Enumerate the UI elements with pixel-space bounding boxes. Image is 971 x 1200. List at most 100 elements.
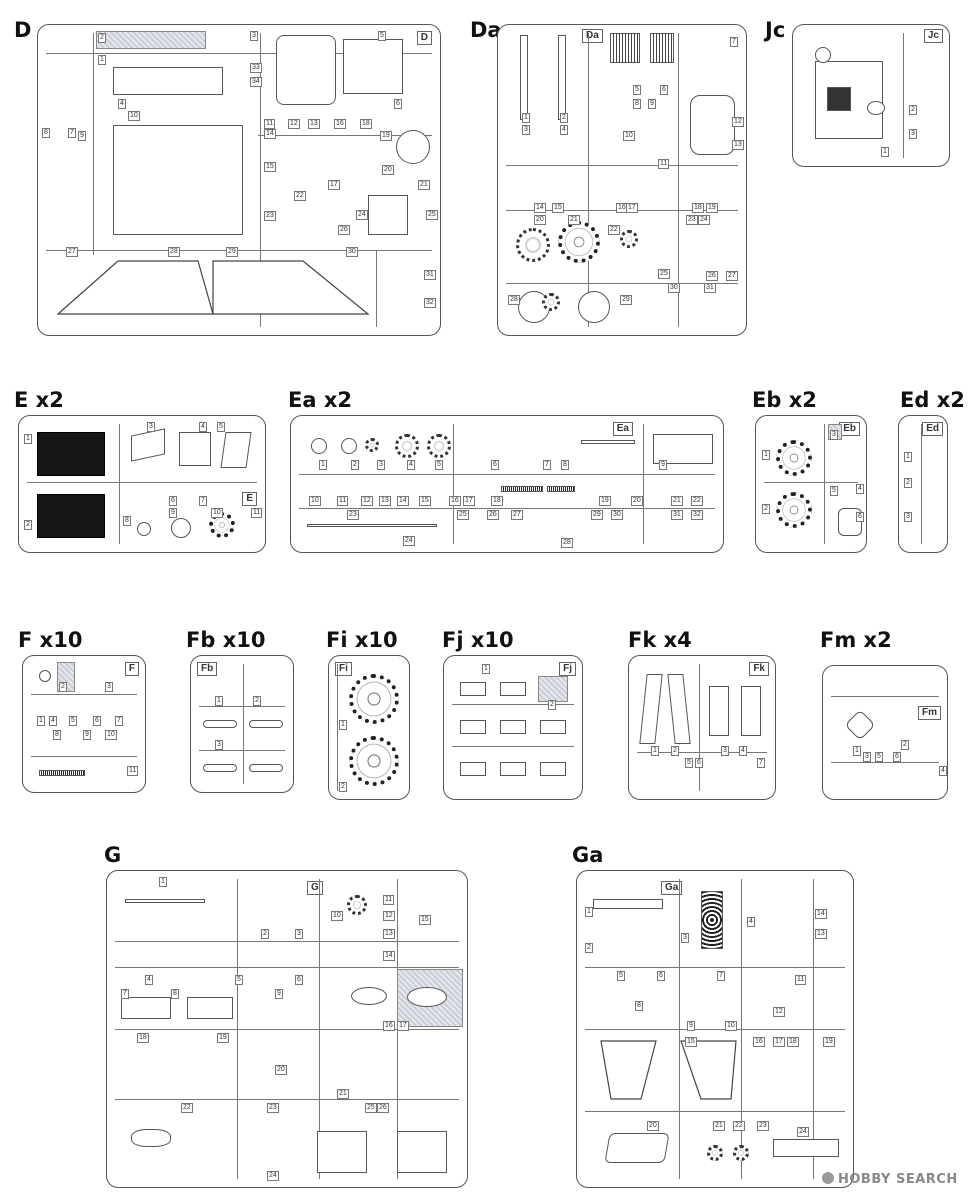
strut-part xyxy=(520,35,528,120)
road-wheel xyxy=(349,674,399,724)
sprue-corner-label-jc: Jc xyxy=(923,29,943,43)
track-link xyxy=(460,682,486,696)
hobby-search-watermark: HOBBY SEARCH xyxy=(822,1172,958,1187)
sprue-runner xyxy=(337,664,338,791)
part-number-label: 3 xyxy=(863,752,871,762)
part-number-label: 33 xyxy=(250,63,262,73)
part-number-label: 18 xyxy=(137,1033,149,1043)
part-number-label: 1 xyxy=(37,716,45,726)
sprue-runner xyxy=(585,1029,845,1030)
part-number-label: 13 xyxy=(732,140,744,150)
panel-part xyxy=(741,686,761,736)
frame-part xyxy=(343,39,403,94)
track-pin xyxy=(249,720,283,728)
part-number-label: 8 xyxy=(635,1001,643,1011)
part-number-label: 24 xyxy=(356,210,368,220)
sprue-runner xyxy=(31,756,137,757)
track-link xyxy=(460,720,486,734)
sprue-corner-label-ga: Ga xyxy=(661,881,683,895)
road-wheel xyxy=(349,736,399,786)
track-pin xyxy=(203,720,237,728)
part-number-label: 12 xyxy=(383,911,395,921)
track-link xyxy=(500,762,526,776)
part-number-label: 26 xyxy=(487,510,499,520)
hatched-part xyxy=(538,676,568,702)
sprue-runner xyxy=(453,424,454,544)
mudguard-part xyxy=(667,674,691,744)
sprue-corner-label-eb: Eb xyxy=(839,422,860,436)
part-number-label: 5 xyxy=(435,460,443,470)
part-number-label: 20 xyxy=(631,496,643,506)
part-number-label: 8 xyxy=(561,460,569,470)
bracket-part xyxy=(690,95,735,155)
sheet-title-g: G xyxy=(104,843,122,867)
part-number-label: 22 xyxy=(294,191,306,201)
seat-part xyxy=(131,1129,171,1147)
gauge-dial xyxy=(815,47,831,63)
part-number-label: 2 xyxy=(24,520,32,530)
sprue-corner-label-e: E xyxy=(242,492,257,506)
track-pin xyxy=(249,764,283,772)
sheet-title-eb: Eb x2 xyxy=(752,388,817,412)
idler-wheel xyxy=(578,291,610,323)
part-number-label: 2 xyxy=(585,943,593,953)
sprue-corner-label-g: G xyxy=(307,881,323,895)
part-number-label: 29 xyxy=(591,510,603,520)
sprue-frame-da: Da 1 2 3 4 5 6 7 8 9 10 11 12 13 14 15 1… xyxy=(497,24,747,336)
part-number-label: 1 xyxy=(651,746,659,756)
part-number-label: 15 xyxy=(264,162,276,172)
gauge-block xyxy=(827,87,851,111)
part-number-label: 25 xyxy=(457,510,469,520)
part-number-label: 10 xyxy=(128,111,140,121)
part-number-label: 1 xyxy=(98,55,106,65)
part-number-label: 11 xyxy=(658,159,670,169)
part-number-label: 4 xyxy=(739,746,747,756)
part-number-label: 19 xyxy=(823,1037,835,1047)
part-number-label: 17 xyxy=(463,496,475,506)
sprue-frame-g: G 1 2 3 4 5 6 7 8 9 10 11 12 13 14 15 16… xyxy=(106,870,468,1188)
dark-panel xyxy=(37,494,105,538)
part-number-label: 23 xyxy=(686,215,698,225)
part-number-label: 5 xyxy=(217,422,225,432)
part-number-label: 5 xyxy=(685,758,693,768)
panel-part xyxy=(121,997,171,1019)
track-link xyxy=(540,720,566,734)
part-number-label: 19 xyxy=(706,203,718,213)
part-number-label: 3 xyxy=(830,430,838,440)
sprue-corner-label-fi: Fi xyxy=(335,662,352,676)
part-number-label: 28 xyxy=(508,295,520,305)
part-number-label: 22 xyxy=(691,496,703,506)
sheet-title-fj: Fj x10 xyxy=(442,628,514,652)
sprue-runner xyxy=(506,283,738,284)
hull-part xyxy=(838,508,862,536)
sprue-runner xyxy=(319,879,320,1179)
part-number-label: 2 xyxy=(560,113,568,123)
part-number-label: 19 xyxy=(599,496,611,506)
sprue-corner-label-fb: Fb xyxy=(197,662,218,676)
sprocket-wheel xyxy=(516,228,550,262)
hatched-part xyxy=(96,31,206,49)
sprue-runner xyxy=(643,424,644,544)
part-number-label: 13 xyxy=(379,496,391,506)
part-number-label: 18 xyxy=(692,203,704,213)
sprue-runner xyxy=(678,33,679,327)
hull-side-right xyxy=(212,260,370,315)
sprue-frame-fi: Fi 1 2 xyxy=(328,655,410,800)
turret-part xyxy=(351,987,387,1005)
part-number-label: 2 xyxy=(762,504,770,514)
part-number-label: 15 xyxy=(419,496,431,506)
sprue-runner xyxy=(93,33,94,255)
part-number-label: 13 xyxy=(383,929,395,939)
part-number-label: 22 xyxy=(181,1103,193,1113)
part-number-label: 10 xyxy=(309,496,321,506)
part-number-label: 27 xyxy=(66,247,78,257)
sprue-frame-ed: Ed 1 2 3 xyxy=(898,415,948,553)
box-part xyxy=(653,434,713,464)
sprue-runner xyxy=(199,750,285,751)
part-number-label: 20 xyxy=(382,165,394,175)
sheet-title-ga: Ga xyxy=(572,843,604,867)
sprue-runner xyxy=(679,879,680,1179)
small-wheel xyxy=(341,438,357,454)
part-number-label: 11 xyxy=(383,895,395,905)
sprue-runner xyxy=(764,482,858,483)
